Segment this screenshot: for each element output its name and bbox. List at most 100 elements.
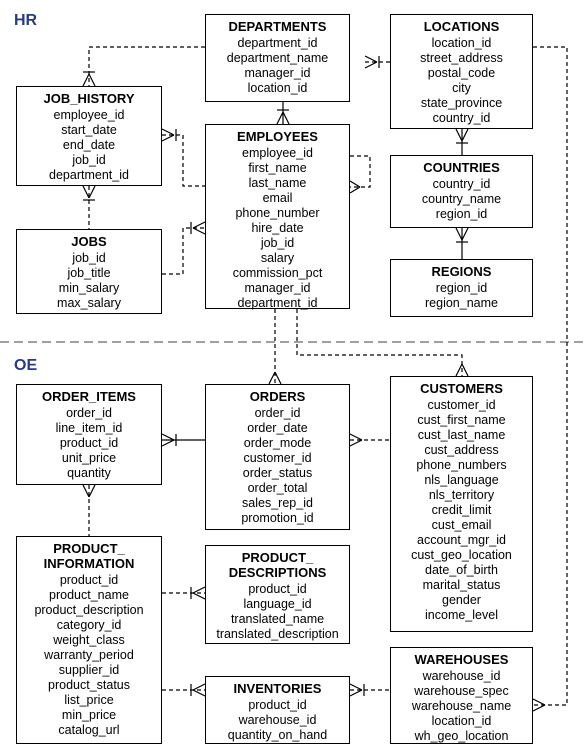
entity-name: PRODUCT_ DESCRIPTIONS <box>228 550 327 580</box>
entity-attribute: marital_status <box>422 578 501 592</box>
entity-attribute: order_id <box>66 406 112 420</box>
entity-attribute: nls_language <box>424 473 499 487</box>
entity-attribute: catalog_url <box>58 723 120 737</box>
entity-attribute: cust_geo_location <box>411 548 512 562</box>
entity-attribute: product_description <box>34 603 144 617</box>
entity-name: JOB_HISTORY <box>43 91 135 106</box>
entity-attribute: order_status <box>242 466 313 480</box>
entity-attribute: product_id <box>59 573 119 587</box>
entity-attribute: commission_pct <box>232 266 323 280</box>
entity-attribute: language_id <box>243 597 312 611</box>
entity-attribute: region_id <box>435 207 488 221</box>
entity-attribute: order_mode <box>243 436 312 450</box>
entity-name: JOBS <box>71 234 107 249</box>
entity-attribute: warehouse_id <box>422 669 501 683</box>
entity-name: DEPARTMENTS <box>228 19 327 34</box>
entity-attribute: department_id <box>49 168 129 182</box>
entity-attribute: job_id <box>260 236 295 250</box>
entity-attribute: quantity_on_hand <box>227 728 328 742</box>
entity-attribute: cust_last_name <box>417 428 506 442</box>
entity-attribute: salary <box>260 251 295 265</box>
entity-name: WAREHOUSES <box>414 652 509 667</box>
entity-name: ORDER_ITEMS <box>42 389 136 404</box>
entity-attribute: hire_date <box>251 221 304 235</box>
entity-attribute: sales_rep_id <box>242 496 313 510</box>
entity-attribute: phone_numbers <box>416 458 507 472</box>
entity-attribute: start_date <box>61 123 117 137</box>
rel-employees-orders <box>268 309 282 385</box>
entity-attribute: postal_code <box>427 66 496 80</box>
entity-attribute: income_level <box>425 608 498 622</box>
schema-label-oe: OE <box>14 357 38 374</box>
entity-attribute: category_id <box>56 618 122 632</box>
entity-attribute: product_status <box>48 678 130 692</box>
rel-locations-warehouses <box>532 46 568 712</box>
entity-attribute: region_name <box>425 296 498 310</box>
entity-attribute: order_date <box>247 421 308 435</box>
entity-attribute: min_price <box>61 708 117 722</box>
entity-attribute: job_id <box>72 251 106 265</box>
entity-attribute: supplier_id <box>58 663 120 677</box>
entity-attribute: job_title <box>67 266 111 280</box>
entity-attribute: warehouse_spec <box>414 684 509 698</box>
entity-attribute: department_name <box>226 51 329 65</box>
entity-name: EMPLOYEES <box>237 129 318 144</box>
entity-attribute: customer_id <box>243 451 312 465</box>
rel-customers-orders <box>349 433 390 447</box>
schema-label-hr: HR <box>14 12 38 29</box>
entity-attribute: cust_first_name <box>417 413 506 427</box>
entity-attribute: min_salary <box>58 281 120 295</box>
entity-attribute: manager_id <box>244 281 311 295</box>
entity-attribute: manager_id <box>244 66 311 80</box>
entity-name: CUSTOMERS <box>420 381 503 396</box>
rel-employees-manager <box>349 155 371 194</box>
entity-attribute: product_name <box>49 588 129 602</box>
entity-attribute: country_name <box>421 192 502 206</box>
rel-employees-customers <box>296 309 469 377</box>
entity-attribute: nls_territory <box>428 488 495 502</box>
entity-attribute: account_mgr_id <box>417 533 506 547</box>
entity-attribute: credit_limit <box>431 503 492 517</box>
entity-attribute: translated_name <box>230 612 325 626</box>
entity-attribute: state_province <box>420 96 503 110</box>
entity-attribute: promotion_id <box>241 511 314 525</box>
entity-name: INVENTORIES <box>233 681 322 696</box>
entity-attribute: location_id <box>431 36 492 50</box>
rel-product-information-descriptions <box>162 586 206 600</box>
entity-attribute: region_id <box>435 281 488 295</box>
entity-attribute: street_address <box>420 51 503 65</box>
entity-attribute: gender <box>442 593 481 607</box>
entity-attribute: warehouse_name <box>411 699 512 713</box>
entity-attribute: email <box>262 191 293 205</box>
entity-attribute: job_id <box>72 153 106 167</box>
entity-attribute: product_id <box>248 582 307 596</box>
rel-departments-locations <box>364 55 390 69</box>
rel-countries-regions <box>455 227 469 259</box>
entity-attribute: order_id <box>254 406 301 420</box>
entity-attribute: date_of_birth <box>425 563 498 577</box>
entity-attribute: department_id <box>237 296 318 310</box>
rel-locations-countries <box>455 128 469 155</box>
entity-attribute: list_price <box>64 693 114 707</box>
entity-attribute: first_name <box>248 161 307 175</box>
entity-attribute: max_salary <box>57 296 121 310</box>
rel-jobs-job-history <box>82 185 96 229</box>
entity-attribute: order_total <box>247 481 308 495</box>
entity-attribute: warehouse_id <box>238 713 317 727</box>
entity-attribute: translated_description <box>216 627 339 641</box>
entity-attribute: employee_id <box>53 108 125 122</box>
entity-attribute: location_id <box>431 714 492 728</box>
rel-product-information-order-items <box>82 484 96 536</box>
entity-attribute: product_id <box>248 698 307 712</box>
